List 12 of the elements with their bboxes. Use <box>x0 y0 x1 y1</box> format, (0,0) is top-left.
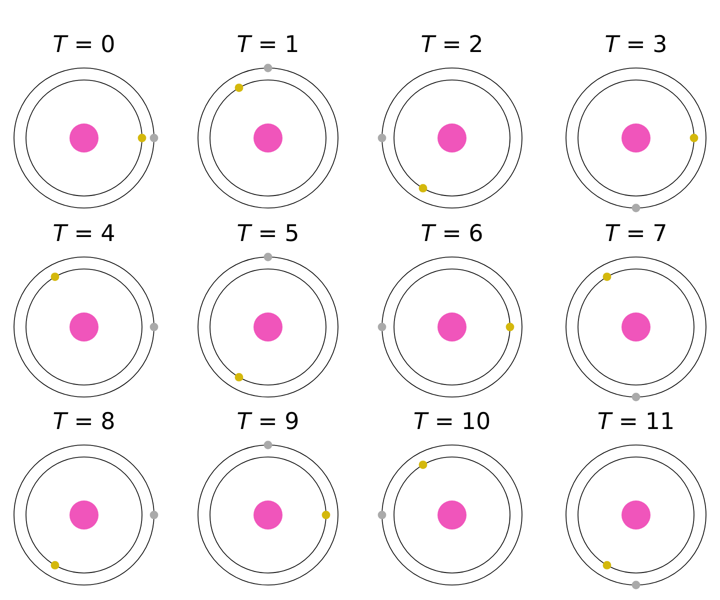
panel-title: T = 4 <box>52 220 116 248</box>
panel-title: T = 10 <box>413 408 491 436</box>
panel-title: T = 5 <box>236 220 300 248</box>
panel-title: T = 7 <box>604 220 668 248</box>
panel-title: T = 2 <box>420 31 484 59</box>
panel-title: T = 3 <box>604 31 668 59</box>
panel-title: T = 0 <box>52 31 116 59</box>
panel-title: T = 6 <box>420 220 484 248</box>
panel-title: T = 9 <box>236 408 300 436</box>
panel-title: T = 1 <box>236 31 300 59</box>
panel-title: T = 8 <box>52 408 116 436</box>
panel-title: T = 11 <box>597 408 675 436</box>
